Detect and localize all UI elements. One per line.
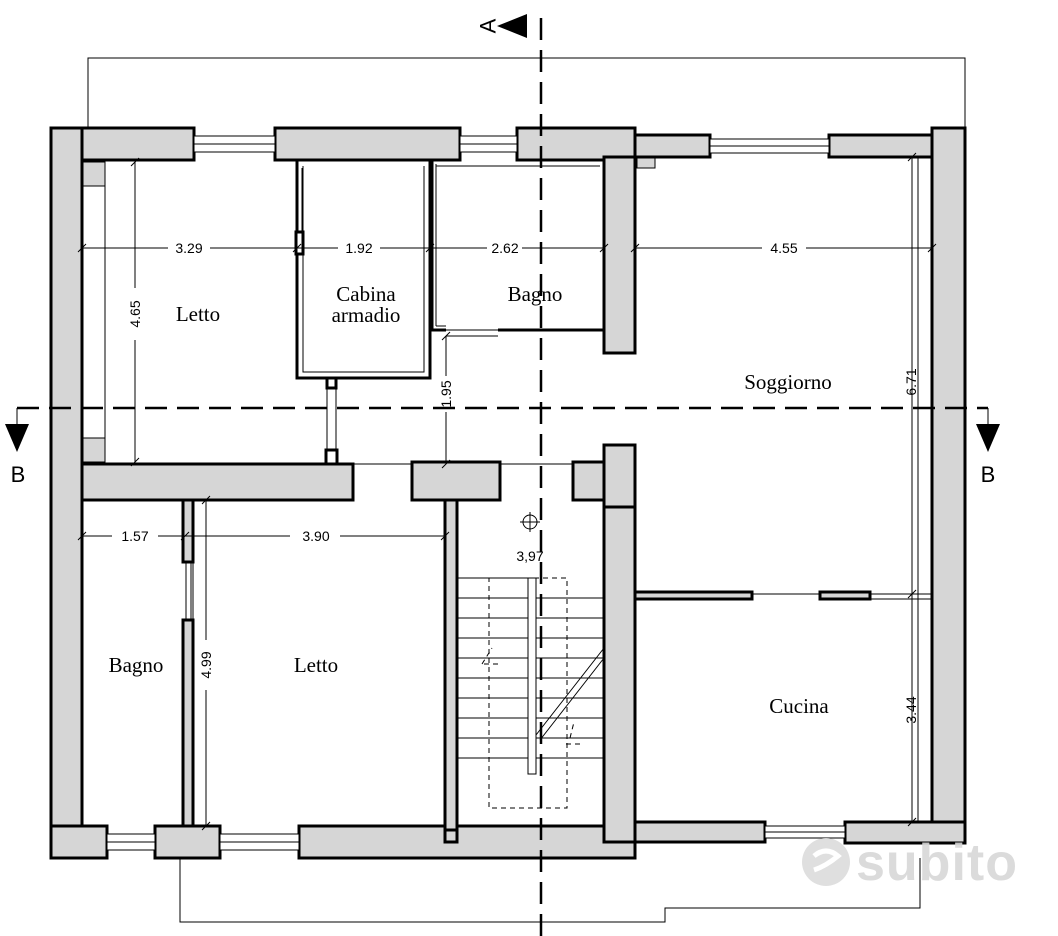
dim-letto-top-width: 3.29 (175, 240, 202, 256)
roof-outline (87, 57, 966, 923)
dimension-labels: 3.29 1.92 2.62 4.55 4.65 1.95 6.71 1.57 … (121, 240, 919, 724)
partitions (104, 157, 932, 826)
pillar-1 (82, 161, 106, 187)
wall-bagno-2 (181, 618, 195, 828)
section-b-left-arrow-icon (5, 424, 29, 452)
dim-soggiorno-width: 4.55 (770, 240, 797, 256)
section-b-label-right: B (981, 462, 996, 487)
room-bagno-bottom: Bagno (109, 653, 164, 677)
section-b-right-arrow-icon (976, 424, 1000, 452)
room-bagno-top: Bagno (508, 282, 563, 306)
wall-bottom-2 (153, 824, 222, 860)
watermark: subito (802, 834, 1018, 892)
wall-bottom-4 (633, 820, 767, 844)
wall-cucina-1 (633, 590, 754, 601)
wall-top-4 (633, 133, 712, 159)
wall-bagno-1 (181, 498, 195, 564)
wall-mid-2 (410, 460, 502, 502)
stair-level-label: 3,97 (516, 548, 543, 564)
dim-letto-bottom-width: 3.90 (302, 528, 329, 544)
section-a-arrow-icon (497, 14, 527, 38)
wall-mid-1 (80, 462, 355, 502)
cabina-stub (325, 376, 338, 390)
wall-left (49, 126, 84, 860)
wall-top-3 (515, 126, 637, 162)
room-cabina-line1: Cabina (336, 282, 396, 306)
walls (49, 126, 967, 860)
pillar-2 (82, 437, 106, 463)
wall-right (930, 126, 967, 845)
wall-bottom-3 (297, 824, 637, 860)
pillar-3 (636, 157, 656, 169)
cabina-inner (302, 166, 425, 373)
stair-dashed-outline (488, 577, 568, 809)
dimension-lines (77, 152, 937, 831)
dim-letto-bottom-depth: 4.99 (198, 651, 214, 678)
wall-soggiorno-left-2 (602, 443, 637, 509)
room-soggiorno: Soggiorno (744, 370, 832, 394)
bagno-top-walls (430, 160, 604, 332)
wall-mid-3 (571, 460, 607, 502)
cabina-door-jamb (294, 230, 305, 256)
windows (82, 135, 846, 851)
wall-stair-right (602, 498, 637, 844)
dim-corridor-width: 1.95 (438, 380, 454, 407)
dim-soggiorno-depth: 6.71 (903, 368, 919, 395)
wall-letto-right (443, 498, 459, 832)
dim-bagno-top-width: 2.62 (491, 240, 518, 256)
room-letto-bottom: Letto (294, 653, 338, 677)
cabina-walls (295, 160, 432, 380)
room-letto-top: Letto (176, 302, 220, 326)
wall-top-2 (273, 126, 462, 162)
corridor-jamb (324, 448, 339, 466)
staircase (457, 512, 605, 809)
dim-cucina-depth: 3.44 (903, 696, 919, 723)
dim-letto-top-depth: 4.65 (127, 300, 143, 327)
dim-bagno-bottom-width: 1.57 (121, 528, 148, 544)
dim-cabina-width: 1.92 (345, 240, 372, 256)
room-cucina: Cucina (769, 694, 829, 718)
section-a-label: A (476, 18, 501, 33)
section-lines: A B B (5, 14, 1000, 936)
room-cabina-line2: armadio (332, 303, 401, 327)
wall-top-5 (827, 133, 936, 159)
watermark-text: subito (856, 834, 1018, 892)
wall-cucina-2 (818, 590, 872, 601)
wall-soggiorno-left (602, 155, 637, 355)
section-b-label-left: B (11, 462, 26, 487)
stair-rail (527, 577, 537, 775)
room-labels: Letto Cabina armadio Bagno Soggiorno Bag… (109, 282, 832, 718)
wall-bottom-1 (49, 824, 109, 860)
